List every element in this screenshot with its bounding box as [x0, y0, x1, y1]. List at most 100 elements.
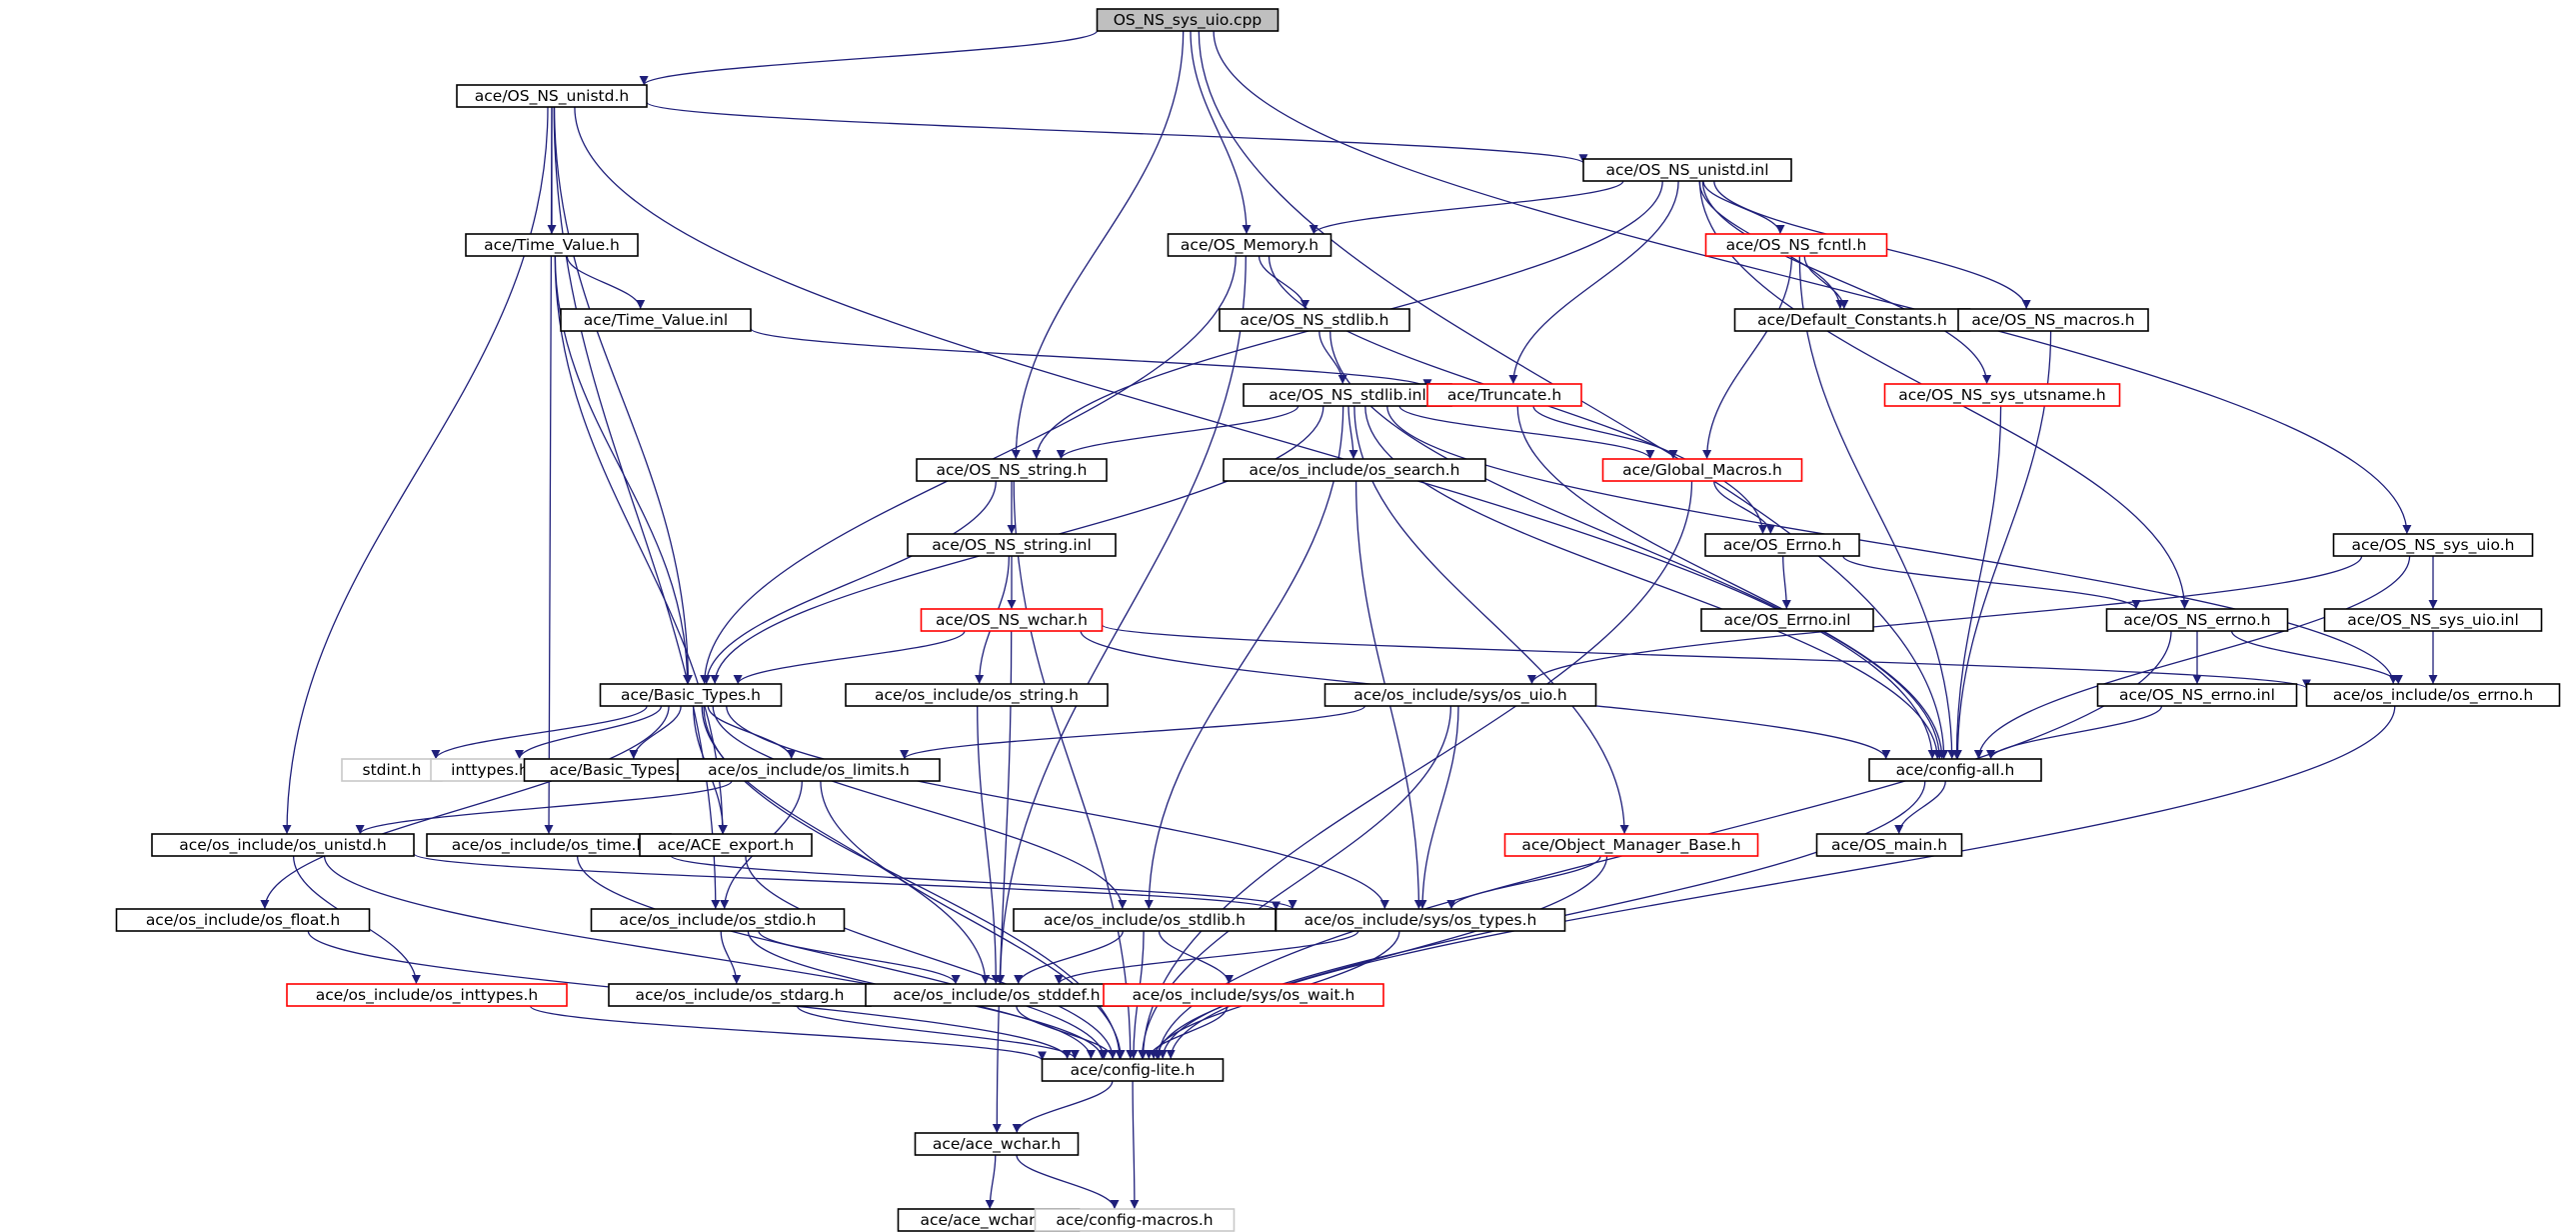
node-label: ace/OS_Errno.inl — [1724, 611, 1851, 630]
edge-n36-to-n47 — [745, 855, 1118, 1060]
node-ace-os-include-os-stdio-h[interactable]: ace/os_include/os_stdio.h — [590, 908, 846, 932]
node-label: ace/os_include/os_stdlib.h — [1044, 911, 1246, 930]
node-label: ace/ace_wchar.h — [933, 1135, 1061, 1154]
node-ace-os-include-sys-os-uio-h[interactable]: ace/os_include/sys/os_uio.h — [1323, 683, 1597, 707]
node-box — [1883, 383, 2121, 407]
edge-n12-to-n16 — [1532, 405, 1678, 460]
node-label: ace/OS_NS_sys_uio.h — [2352, 536, 2515, 555]
node-ace-time-value-h[interactable]: ace/Time_Value.h — [465, 233, 639, 257]
node-ace-os-ns-sys-uio-inl[interactable]: ace/OS_NS_sys_uio.inl — [2323, 608, 2543, 632]
node-ace-os-ns-fcntl-h[interactable]: ace/OS_NS_fcntl.h — [1704, 233, 1888, 257]
node-ace-os-include-os-inttypes-h[interactable]: ace/os_include/os_inttypes.h — [286, 983, 568, 1007]
edge-n11-to-n14 — [1056, 405, 1299, 460]
node-ace-os-include-os-search-h[interactable]: ace/os_include/os_search.h — [1223, 458, 1486, 482]
edge-n27-to-n33 — [1986, 705, 2163, 760]
node-label: ace/OS_NS_sys_utsname.h — [1898, 386, 2106, 405]
node-box — [115, 908, 371, 932]
node-ace-truncate-h[interactable]: ace/Truncate.h — [1426, 383, 1582, 407]
node-ace-ace-export-h[interactable]: ace/ACE_export.h — [639, 833, 813, 857]
edge-n19-to-n33 — [1973, 555, 2411, 760]
node-ace-basic-types-inl[interactable]: ace/Basic_Types.inl — [523, 758, 725, 782]
edge-n5-to-n45 — [996, 255, 1247, 985]
node-ace-os-ns-unistd-inl[interactable]: ace/OS_NS_unistd.inl — [1582, 158, 1792, 182]
node-os-ns-sys-uio-cpp[interactable]: OS_NS_sys_uio.cpp — [1096, 8, 1280, 32]
node-label: ace/OS_Errno.h — [1723, 536, 1841, 555]
node-ace-os-ns-stdlib-inl[interactable]: ace/OS_NS_stdlib.inl — [1243, 383, 1452, 407]
node-ace-os-include-os-stdarg-h[interactable]: ace/os_include/os_stdarg.h — [608, 983, 872, 1007]
node-ace-os-errno-h[interactable]: ace/OS_Errno.h — [1704, 533, 1860, 557]
node-ace-os-ns-sys-utsname-h[interactable]: ace/OS_NS_sys_utsname.h — [1883, 383, 2121, 407]
node-ace-time-value-inl[interactable]: ace/Time_Value.inl — [560, 308, 752, 332]
node-box — [2323, 608, 2543, 632]
node-ace-os-ns-string-h[interactable]: ace/OS_NS_string.h — [916, 458, 1108, 482]
edge-n25-to-n45 — [977, 705, 1001, 985]
node-ace-os-include-os-stdlib-h[interactable]: ace/os_include/os_stdlib.h — [1013, 908, 1277, 932]
node-ace-ace-wchar-h[interactable]: ace/ace_wchar.h — [914, 1132, 1080, 1156]
node-ace-os-include-os-time-h[interactable]: ace/os_include/os_time.h — [426, 833, 672, 857]
node-ace-os-include-os-unistd-h[interactable]: ace/os_include/os_unistd.h — [151, 833, 415, 857]
edge-n16-to-n47 — [1139, 480, 1693, 1060]
edge-n35-to-n47 — [576, 855, 1109, 1060]
node-label: ace/OS_NS_macros.h — [1971, 311, 2134, 330]
node-ace-os-ns-wchar-h[interactable]: ace/OS_NS_wchar.h — [920, 608, 1104, 632]
node-ace-default-constants-h[interactable]: ace/Default_Constants.h — [1733, 308, 1971, 332]
edge-n6-to-n9 — [1803, 255, 1849, 310]
node-ace-os-include-os-stddef-h[interactable]: ace/os_include/os_stddef.h — [865, 983, 1129, 1007]
node-ace-os-ns-stdlib-h[interactable]: ace/OS_NS_stdlib.h — [1219, 308, 1410, 332]
node-ace-os-errno-inl[interactable]: ace/OS_Errno.inl — [1700, 608, 1874, 632]
node-ace-os-memory-h[interactable]: ace/OS_Memory.h — [1167, 233, 1332, 257]
edge-n12-to-n33 — [1516, 405, 1947, 760]
node-ace-object-manager-base-h[interactable]: ace/Object_Manager_Base.h — [1503, 833, 1759, 857]
edge-n26-to-n32 — [900, 705, 1366, 760]
edge-n14-to-n47 — [1013, 480, 1136, 1060]
node-label: ace/Time_Value.h — [484, 236, 620, 255]
edge-n2-to-n35 — [544, 106, 554, 835]
edge-n26-to-n42 — [1417, 705, 1459, 910]
node-inttypes-h: inttypes.h — [430, 758, 550, 782]
edge-n2-to-n24 — [553, 106, 693, 685]
edge-n3-to-n13 — [1701, 180, 1992, 385]
node-ace-config-lite-h[interactable]: ace/config-lite.h — [1041, 1058, 1225, 1082]
edge-n19-to-n26 — [1527, 555, 2363, 685]
node-ace-os-main-h[interactable]: ace/OS_main.h — [1815, 833, 1963, 857]
node-box — [1219, 308, 1410, 332]
edge-n3-to-n12 — [1508, 180, 1679, 385]
node-ace-os-include-os-string-h[interactable]: ace/os_include/os_string.h — [845, 683, 1109, 707]
node-ace-os-ns-sys-uio-h[interactable]: ace/OS_NS_sys_uio.h — [2332, 533, 2534, 557]
node-ace-os-ns-string-inl[interactable]: ace/OS_NS_string.inl — [907, 533, 1117, 557]
edge-n11-to-n41 — [1144, 405, 1344, 910]
node-label: stdint.h — [363, 761, 422, 779]
node-label: ace/ACE_export.h — [658, 836, 794, 855]
node-ace-basic-types-h[interactable]: ace/Basic_Types.h — [599, 683, 783, 707]
node-label: ace/OS_NS_errno.inl — [2119, 686, 2275, 705]
node-ace-os-ns-errno-inl[interactable]: ace/OS_NS_errno.inl — [2096, 683, 2298, 707]
node-box — [677, 758, 941, 782]
node-label: ace/Time_Value.inl — [584, 311, 728, 330]
edge-n24-to-n39 — [260, 705, 670, 910]
node-box — [1503, 833, 1759, 857]
node-ace-os-ns-unistd-h[interactable]: ace/OS_NS_unistd.h — [456, 84, 648, 108]
node-ace-os-ns-macros-h[interactable]: ace/OS_NS_macros.h — [1957, 308, 2149, 332]
node-ace-ace-wchar-inl[interactable]: ace/ace_wchar.inl — [897, 1208, 1081, 1232]
node-box — [916, 458, 1108, 482]
edge-n18-to-n21 — [1781, 555, 1791, 610]
node-label: ace/OS_NS_unistd.h — [475, 87, 629, 106]
node-ace-os-include-os-limits-h[interactable]: ace/os_include/os_limits.h — [677, 758, 941, 782]
node-ace-os-include-os-float-h[interactable]: ace/os_include/os_float.h — [115, 908, 371, 932]
node-ace-os-include-sys-os-types-h[interactable]: ace/os_include/sys/os_types.h — [1275, 908, 1566, 932]
edge-n8-to-n11 — [1318, 330, 1347, 385]
edge-n1-to-n5 — [1190, 30, 1252, 235]
edge-n35-to-n42 — [670, 854, 1297, 910]
node-label: ace/Basic_Types.h — [621, 686, 761, 705]
node-ace-os-ns-errno-h[interactable]: ace/OS_NS_errno.h — [2105, 608, 2289, 632]
node-ace-os-include-sys-os-wait-h[interactable]: ace/os_include/sys/os_wait.h — [1103, 983, 1384, 1007]
node-ace-config-all-h[interactable]: ace/config-all.h — [1868, 758, 2042, 782]
edge-n16-to-n18 — [1713, 480, 1775, 535]
node-label: ace/OS_NS_string.h — [937, 461, 1088, 480]
node-label: ace/Truncate.h — [1447, 386, 1561, 404]
edge-n41-to-n45 — [1014, 930, 1124, 985]
edge-n11-to-n15 — [1347, 405, 1358, 460]
node-ace-global-macros-h[interactable]: ace/Global_Macros.h — [1601, 458, 1803, 482]
node-box — [1103, 983, 1384, 1007]
node-ace-os-include-os-errno-h[interactable]: ace/os_include/os_errno.h — [2305, 683, 2561, 707]
